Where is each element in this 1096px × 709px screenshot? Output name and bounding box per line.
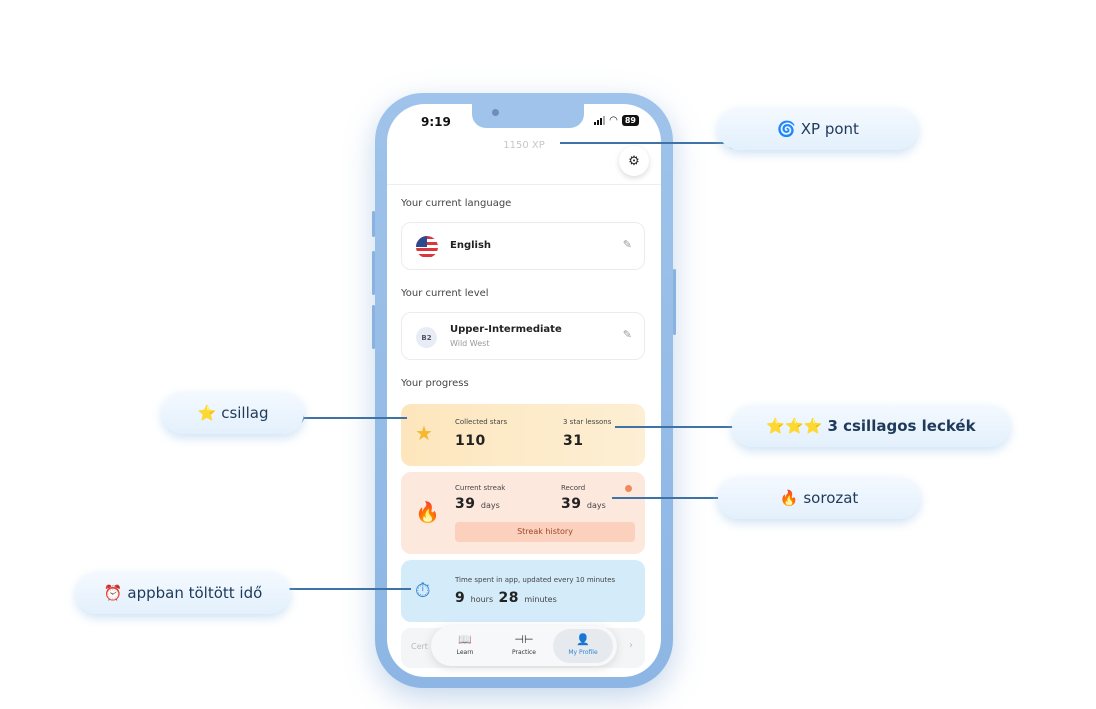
bottom-tab-bar: 📖 Learn ⊣⊢ Practice 👤 My Profile [431, 626, 617, 666]
level-section-label: Your current level [401, 288, 489, 299]
stopwatch-icon: ⏱ [415, 578, 431, 602]
xp-counter: 1150 XP [503, 140, 545, 151]
chevron-right-icon: › [629, 640, 633, 651]
level-subtitle: Wild West [450, 339, 490, 348]
status-icons: ◠ 89 [594, 115, 639, 126]
time-connector-line [281, 588, 411, 590]
edit-pencil-icon[interactable]: ✎ [622, 238, 632, 251]
alarm-clock-icon: ⏰ [103, 584, 123, 602]
fire-icon: 🔥 [779, 489, 799, 507]
xp-annotation: 🌀 XP pont [718, 108, 918, 150]
certificate-label: Cert [411, 642, 428, 651]
three-stars-icon: ⭐⭐⭐ [766, 417, 823, 435]
volume-down-button [372, 305, 375, 349]
header-divider [387, 184, 661, 185]
three-star-annotation-text: 3 csillagos leckék [827, 417, 976, 435]
current-streak-value: 39 days [455, 496, 500, 512]
streak-history-button[interactable]: Streak history [455, 522, 635, 542]
fire-icon: 🔥 [415, 500, 440, 524]
collected-stars-value: 110 [455, 433, 486, 449]
status-time: 9:19 [421, 115, 451, 129]
mute-switch [372, 211, 375, 237]
tab-my-profile[interactable]: 👤 My Profile [553, 629, 613, 663]
streak-annotation: 🔥 sorozat [718, 477, 920, 519]
notch [472, 104, 584, 128]
phone-screen: 9:19 ◠ 89 1150 XP ⚙ Your current languag… [387, 104, 661, 677]
power-button [673, 269, 676, 335]
xp-annotation-text: XP pont [800, 120, 859, 138]
signal-icon [594, 116, 606, 125]
record-value: 39 days [561, 496, 606, 512]
level-title: Upper-Intermediate [450, 324, 562, 335]
three-star-connector-line [615, 426, 745, 428]
three-star-annotation: ⭐⭐⭐ 3 csillagos leckék [732, 405, 1010, 447]
tab-learn[interactable]: 📖 Learn [435, 629, 495, 663]
time-spent-card: ⏱ Time spent in app, updated every 10 mi… [401, 560, 645, 622]
progress-section-label: Your progress [401, 378, 469, 389]
current-streak-label: Current streak [455, 484, 506, 492]
star-connector-line [297, 417, 407, 419]
streak-connector-line [612, 497, 736, 499]
level-badge: B2 [416, 327, 437, 348]
star-icon: ★ [415, 421, 433, 445]
person-icon: 👤 [576, 633, 590, 646]
settings-gear-icon[interactable]: ⚙ [619, 146, 649, 176]
us-flag-icon [416, 236, 438, 258]
edit-pencil-icon[interactable]: ✎ [622, 328, 632, 341]
phone-mockup: 9:19 ◠ 89 1150 XP ⚙ Your current languag… [372, 93, 676, 688]
level-card[interactable]: B2 Upper-Intermediate Wild West ✎ [401, 312, 645, 360]
wifi-icon: ◠ [609, 115, 618, 126]
three-star-lessons-value: 31 [563, 433, 584, 449]
language-name: English [450, 240, 492, 251]
time-spent-value: 9 hours 28 minutes [455, 590, 557, 606]
language-card[interactable]: English ✎ [401, 222, 645, 270]
star-annotation: ⭐ csillag [162, 392, 304, 434]
time-annotation: ⏰ appban töltött idő [76, 572, 290, 614]
spiral-icon: 🌀 [777, 120, 796, 138]
tab-practice[interactable]: ⊣⊢ Practice [494, 629, 554, 663]
book-icon: 📖 [458, 633, 472, 646]
three-star-lessons-label: 3 star lessons [563, 418, 612, 426]
collected-stars-label: Collected stars [455, 418, 508, 426]
info-dot-icon[interactable] [625, 485, 632, 492]
streak-annotation-text: sorozat [803, 489, 859, 507]
star-annotation-text: csillag [221, 404, 269, 422]
xp-connector-line [560, 142, 734, 144]
stars-card: ★ Collected stars 110 3 star lessons 31 [401, 404, 645, 466]
language-section-label: Your current language [401, 198, 512, 209]
streak-card: 🔥 Current streak 39 days Record 39 days … [401, 472, 645, 554]
star-icon: ⭐ [197, 404, 217, 422]
dumbbell-icon: ⊣⊢ [514, 633, 534, 646]
time-spent-label: Time spent in app, updated every 10 minu… [455, 576, 616, 584]
camera-dot [492, 109, 499, 116]
volume-up-button [372, 251, 375, 295]
battery-indicator: 89 [621, 115, 639, 126]
record-label: Record [561, 484, 586, 492]
time-annotation-text: appban töltött idő [127, 584, 263, 602]
